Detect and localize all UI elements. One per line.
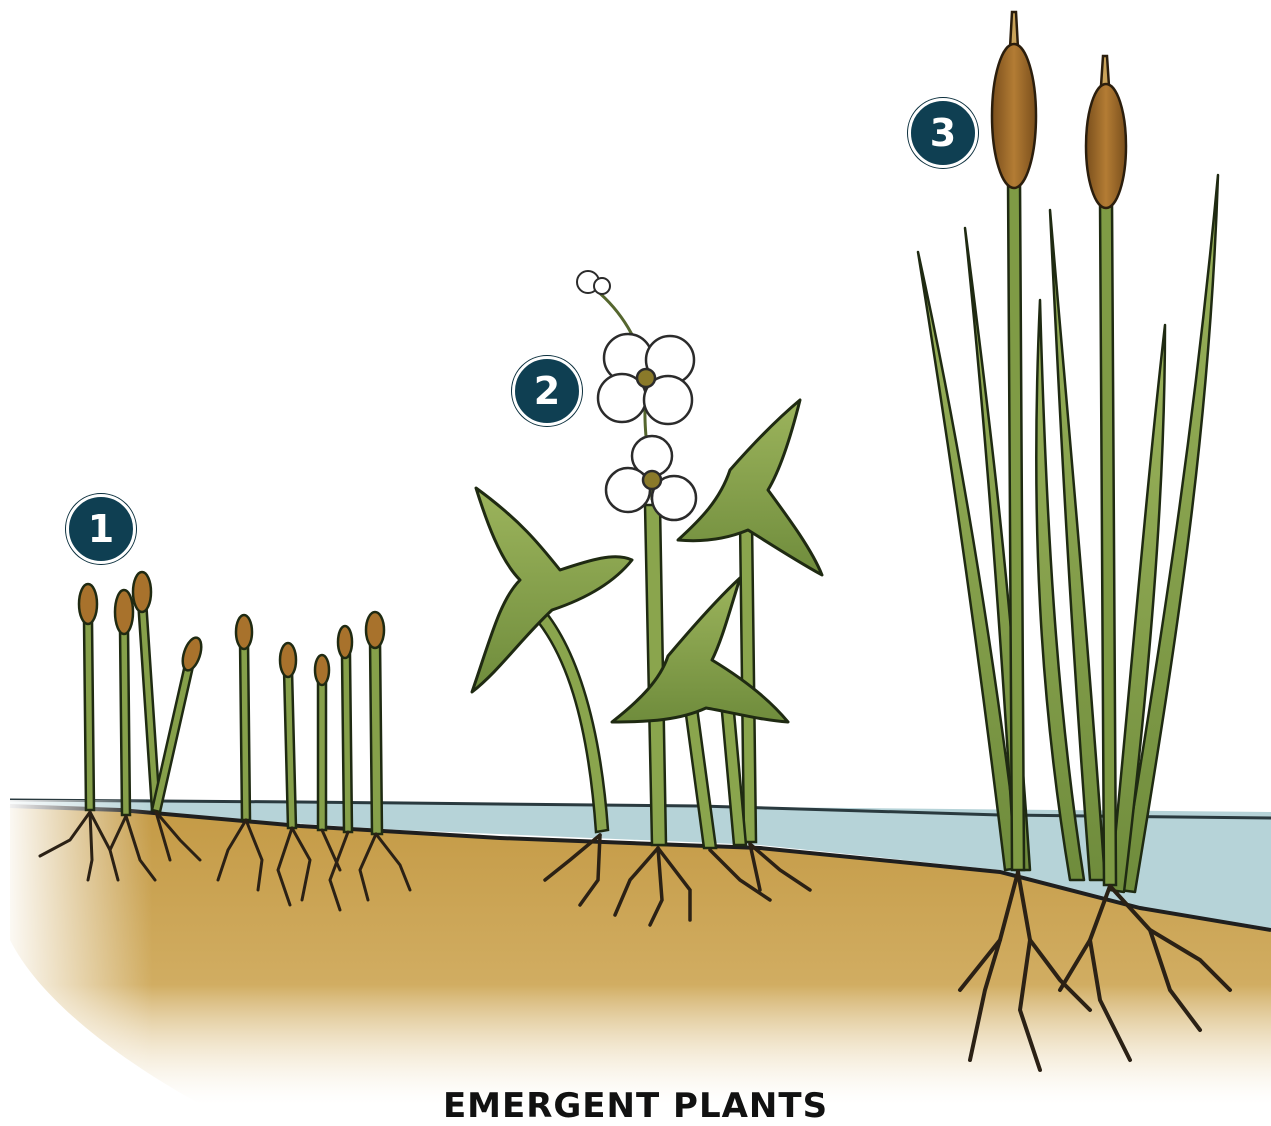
- number-badge-1: 1: [66, 494, 136, 564]
- arrowhead-bud: [577, 271, 610, 294]
- soil-bank: [0, 800, 1271, 1104]
- caption-title: EMERGENT PLANTS: [0, 1086, 1271, 1126]
- arrowhead-flower-top: [598, 334, 694, 424]
- number-badge-3: 3: [908, 98, 978, 168]
- number-badge-2: 2: [512, 356, 582, 426]
